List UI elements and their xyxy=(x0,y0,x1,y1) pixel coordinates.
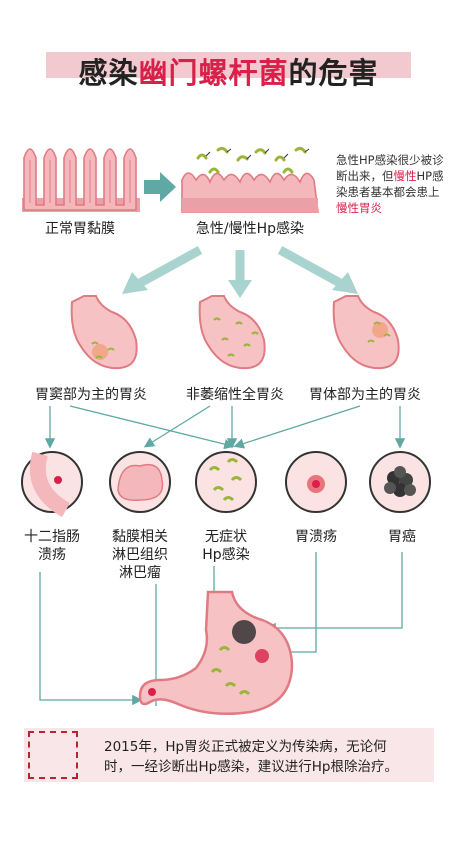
gastric-cancer-circle xyxy=(370,452,430,512)
outcome-1-line3: 淋巴瘤 xyxy=(100,564,180,582)
fan-arrows xyxy=(122,250,358,298)
note-red-2: 慢性胃炎 xyxy=(336,201,382,215)
outcome-0-line1: 十二指肠 xyxy=(12,528,92,546)
outcome-1-line1: 黏膜相关 xyxy=(100,528,180,546)
outcome-2-line2: Hp感染 xyxy=(186,546,266,564)
outcome-label-asymptomatic: 无症状 Hp感染 xyxy=(186,528,266,564)
normal-mucosa-label: 正常胃黏膜 xyxy=(30,220,130,238)
warning-icon-frame xyxy=(28,731,78,779)
normal-mucosa-illustration xyxy=(22,149,140,212)
outcome-label-malt-lymphoma: 黏膜相关 淋巴组织 淋巴瘤 xyxy=(100,528,180,582)
outcome-label-gastric-ulcer: 胃溃疡 xyxy=(276,528,356,546)
asymptomatic-circle xyxy=(196,452,256,512)
large-stomach-illustration xyxy=(140,592,292,714)
infected-mucosa-label: 急性/慢性Hp感染 xyxy=(180,220,320,238)
warning-line1: 2015年，Hp胃炎正式被定义为传染病，无论何 xyxy=(104,737,434,757)
stomach-antrum-illustration xyxy=(72,296,137,368)
duodenal-ulcer-circle xyxy=(22,452,82,512)
warning-text: 2015年，Hp胃炎正式被定义为传染病，无论何 时，一经诊断出Hp感染，建议进行… xyxy=(104,737,434,777)
transition-arrow xyxy=(144,172,176,202)
infected-mucosa-illustration xyxy=(182,148,318,212)
outcome-label-duodenal-ulcer: 十二指肠 溃疡 xyxy=(12,528,92,564)
note-red-1: 慢性 xyxy=(394,169,417,183)
gastritis-label-corpus: 胃体部为主的胃炎 xyxy=(300,386,430,404)
outcome-label-gastric-cancer: 胃癌 xyxy=(362,528,442,546)
stomach-pangastritis-illustration xyxy=(200,296,265,368)
stomach-corpus-illustration xyxy=(334,296,399,368)
outcome-1-line2: 淋巴组织 xyxy=(100,546,180,564)
warning-line2: 时，一经诊断出Hp感染，建议进行Hp根除治疗。 xyxy=(104,757,434,777)
gastritis-label-pangastritis: 非萎缩性全胃炎 xyxy=(170,386,300,404)
gastric-ulcer-circle xyxy=(286,452,346,512)
infection-note: 急性HP感染很少被诊断出来，但慢性HP感染患者基本都会患上慢性胃炎 xyxy=(336,152,446,216)
malt-lymphoma-circle xyxy=(110,452,170,512)
outcome-connectors xyxy=(50,406,400,446)
outcome-0-line2: 溃疡 xyxy=(12,546,92,564)
gastritis-label-antrum: 胃窦部为主的胃炎 xyxy=(26,386,156,404)
outcome-2-line1: 无症状 xyxy=(186,528,266,546)
